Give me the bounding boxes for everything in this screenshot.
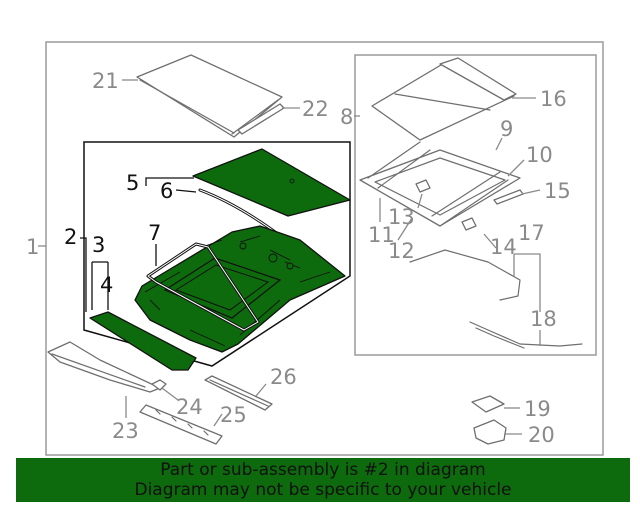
rear-roof-rail-edge: [51, 353, 146, 388]
leader-2: [80, 237, 87, 312]
callout-14: 14: [490, 235, 517, 259]
callout-10: 10: [526, 143, 553, 167]
callout-9: 9: [500, 117, 513, 141]
callout-11: 11: [368, 223, 395, 247]
callout-16: 16: [540, 87, 567, 111]
headliner-opening-inner: [174, 264, 270, 311]
leader-14: [483, 233, 497, 249]
leader-5: [145, 177, 194, 186]
callout-26: 26: [270, 365, 297, 389]
sunroof-frame-inner: [374, 157, 506, 216]
banner-line-2: Diagram may not be specific to your vehi…: [134, 480, 512, 500]
leader-26: [255, 383, 267, 397]
leader-15: [521, 189, 541, 195]
reinforcement-bar-edge: [209, 379, 269, 407]
callout-6: 6: [160, 179, 173, 203]
roof-panel: [136, 54, 283, 138]
headliner-clip-a: [268, 253, 278, 263]
sunshade-mount-hole: [289, 178, 295, 184]
rear-roof-rail: [47, 341, 161, 393]
leader-17: [513, 253, 541, 312]
sunroof-glass-frame: [439, 57, 517, 101]
drain-hose-rear-2: [475, 327, 525, 349]
headliner-clip-c: [239, 242, 247, 250]
headliner-clip-b: [286, 262, 294, 270]
drain-hose-front: [409, 249, 521, 301]
headliner-opening: [163, 257, 282, 319]
leader-13: [417, 193, 423, 209]
leader-12: [397, 217, 413, 241]
callout-1: 1: [26, 235, 39, 259]
overhead-console: [473, 419, 507, 445]
sunroof-switch: [471, 395, 505, 413]
guide-block: [461, 217, 477, 231]
lower-bracket: [139, 404, 223, 445]
leader-3: [91, 261, 109, 310]
lower-bracket-details: [155, 409, 209, 436]
callout-23: 23: [112, 419, 139, 443]
sunroof-frame-rails: [367, 141, 509, 227]
leader-6: [175, 189, 197, 193]
callout-21: 21: [92, 69, 119, 93]
callout-18: 18: [530, 307, 557, 331]
info-banner: Part or sub-assembly is #2 in diagram Di…: [16, 458, 630, 502]
callout-19: 19: [524, 397, 551, 421]
drain-hose-rear: [469, 321, 583, 347]
callout-7: 7: [148, 221, 161, 245]
leader-9: [495, 137, 503, 151]
clip-part: [151, 379, 167, 391]
rear-trim-panel: [89, 311, 197, 371]
opening-trim-seal-inner: [147, 243, 259, 331]
sunshade-panel: [192, 148, 351, 217]
leader-24: [161, 387, 179, 401]
leader-25: [213, 413, 223, 427]
callout-13: 13: [388, 205, 415, 229]
callout-24: 24: [176, 395, 203, 419]
callout-12: 12: [388, 239, 415, 263]
banner-line-1: Part or sub-assembly is #2 in diagram: [160, 460, 486, 480]
callout-17: 17: [518, 221, 545, 245]
sunroof-motor: [415, 179, 431, 193]
callout-22: 22: [302, 97, 329, 121]
callout-25: 25: [220, 403, 247, 427]
callout-3: 3: [92, 233, 105, 257]
callout-4: 4: [100, 273, 113, 297]
callout-8: 8: [340, 105, 353, 129]
leader-10: [507, 159, 525, 177]
callout-20: 20: [528, 423, 555, 447]
callout-5: 5: [126, 171, 139, 195]
callout-2: 2: [64, 225, 77, 249]
sunroof-frame: [359, 149, 521, 227]
callout-15: 15: [544, 179, 571, 203]
